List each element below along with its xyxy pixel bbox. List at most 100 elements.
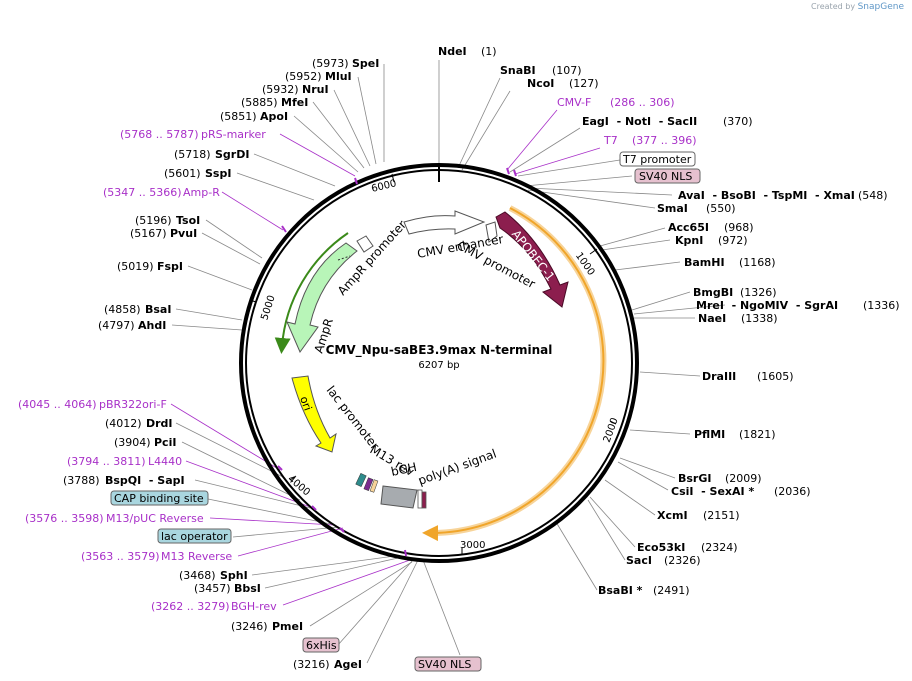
primer-cmv-f-pos: (286 .. 306): [610, 96, 675, 109]
primer-l4440-pos: (3794 .. 3811): [67, 455, 146, 468]
primer-t7-pos: (377 .. 396): [632, 134, 697, 147]
site-pcii: PciI: [154, 436, 176, 449]
orf-arc: [422, 207, 605, 542]
lac-operator-box: [157, 528, 232, 544]
site-eagi-pos: (370): [723, 115, 753, 128]
credit-prefix: Created by: [811, 2, 856, 11]
primer-mark-prs: [354, 177, 358, 185]
lac-operator-feature: [369, 479, 379, 493]
polya-feature: [417, 489, 423, 509]
site-bamhi-pos: (1168): [739, 256, 776, 269]
site-sgrdi: SgrDI: [215, 148, 249, 161]
primer-mark-pbr: [277, 465, 283, 471]
leader-lines: [170, 60, 726, 664]
credit-brand: SnapGene: [857, 2, 904, 12]
site-acc65i: Acc65I: [668, 221, 709, 234]
site-apoi: ApoI: [260, 110, 288, 123]
site-bsabi: BsaBI *: [598, 584, 643, 597]
cmv-promoter-feature: [485, 221, 498, 243]
site-bbsi: BbsI: [234, 582, 261, 595]
cmv-enhancer-feature: [403, 210, 486, 235]
his-tag-box-label: 6xHis: [306, 639, 337, 652]
site-sgrdi-pos: (5718): [174, 148, 211, 161]
site-bsai: BsaI: [145, 303, 171, 316]
snapgene-credit: Created by SnapGene: [811, 2, 904, 12]
lac-operator-box-label: lac operator: [161, 530, 228, 543]
site-mrei-group: MreI - NgoMIV - SgrAI: [696, 299, 838, 312]
site-sspi-pos: (5601): [164, 167, 201, 180]
t7-promoter-box: [619, 151, 696, 167]
site-sspi: SspI: [205, 167, 231, 180]
primer-m13-reverse: M13 Reverse: [161, 550, 232, 563]
plasmid-size: 6207 bp: [418, 360, 459, 371]
site-mfei: MfeI: [281, 96, 308, 109]
plasmid-name: CMV_Npu-saBE3.9max N-terminal: [326, 343, 553, 358]
cap-binding-box: [110, 490, 209, 506]
site-pmei: PmeI: [272, 620, 303, 633]
tick-mark-2000: [609, 420, 617, 425]
site-pmei-pos: (3246): [231, 620, 268, 633]
primer-bgh-rev: BGH-rev: [231, 600, 277, 613]
site-pvui: PvuI: [170, 227, 197, 240]
primer-mark-ampr: [281, 225, 287, 233]
site-bsabi-pos: (2491): [653, 584, 690, 597]
bgh-label: bGH: [390, 460, 418, 479]
primer-t7: T7: [603, 134, 618, 147]
site-nrui: NruI: [302, 83, 329, 96]
site-bbsi-pos: (3457): [194, 582, 231, 595]
site-agei-pos: (3216): [293, 658, 330, 671]
site-naei: NaeI: [698, 312, 726, 325]
site-tsoi-pos: (5196): [135, 214, 172, 227]
site-snabi: SnaBI: [500, 64, 536, 77]
primer-prs-marker-pos: (5768 .. 5787): [120, 128, 199, 141]
primer-mark-m13: [339, 527, 345, 533]
site-fspi-pos: (5019): [117, 260, 154, 273]
primer-m13-puc-pos: (3576 .. 3598): [25, 512, 104, 525]
site-eagi-noti-sacii: EagI - NotI - SacII: [582, 115, 697, 128]
primer-cmv-f: CMV-F: [557, 96, 591, 109]
site-pflmi-pos: (1821): [739, 428, 776, 441]
backbone-outer-ring: [239, 163, 639, 563]
site-bspqi-pos: (3788): [63, 474, 100, 487]
site-ncoi: NcoI: [527, 77, 554, 90]
ori-label: ori: [297, 395, 314, 413]
site-fspi: FspI: [157, 260, 183, 273]
site-naei-pos: (1338): [741, 312, 778, 325]
t7-promoter-box-label: T7 promoter: [622, 153, 692, 166]
site-saci-pos: (2326): [664, 554, 701, 567]
primer-mark-l4440: [311, 505, 317, 511]
site-ndei-pos: (1): [481, 45, 497, 58]
site-mlui-pos: (5952): [285, 70, 322, 83]
site-smai-pos: (550): [706, 202, 736, 215]
site-bmgbi-pos: (1326): [740, 286, 777, 299]
site-spei-pos: (5973): [312, 57, 349, 70]
site-spei: SpeI: [352, 57, 379, 70]
site-kpni: KpnI: [675, 234, 703, 247]
site-draiii-pos: (1605): [757, 370, 794, 383]
site-eco53ki-pos: (2324): [701, 541, 738, 554]
site-pflmi: PflMI: [694, 428, 725, 441]
site-drdi-pos: (4012): [105, 417, 142, 430]
primer-mark-bgh: [404, 549, 407, 557]
sv40-nls-top-label: SV40 NLS: [639, 170, 692, 183]
site-sphi-pos: (3468): [179, 569, 216, 582]
tick-mark-1000: [589, 248, 598, 255]
primer-prs-marker: pRS-marker: [201, 128, 266, 141]
site-bsai-pos: (4858): [104, 303, 141, 316]
site-bsrgi-pos: (2009): [725, 472, 762, 485]
site-smai: SmaI: [657, 202, 688, 215]
tick-2000: 2000: [602, 416, 621, 444]
polya-label: poly(A) signal: [416, 447, 498, 488]
site-eco53ki: Eco53kI: [637, 541, 685, 554]
sv40-nls-bottom-label: SV40 NLS: [418, 658, 471, 671]
primer-amp-r-pos: (5347 .. 5366): [103, 186, 182, 199]
site-bamhi: BamHI: [684, 256, 725, 269]
site-avai-group: AvaI - BsoBI - TspMI - XmaI: [678, 189, 855, 202]
site-draiii: DraIII: [702, 370, 736, 383]
site-ahdi: AhdI: [138, 319, 166, 332]
site-csii-sexai: CsiI - SexAI *: [671, 485, 754, 498]
sv40-nls-box-top: [634, 168, 701, 184]
primer-m13-puc: M13/pUC Reverse: [106, 512, 204, 525]
site-ndei: NdeI: [438, 45, 467, 58]
site-saci: SacI: [626, 554, 652, 567]
